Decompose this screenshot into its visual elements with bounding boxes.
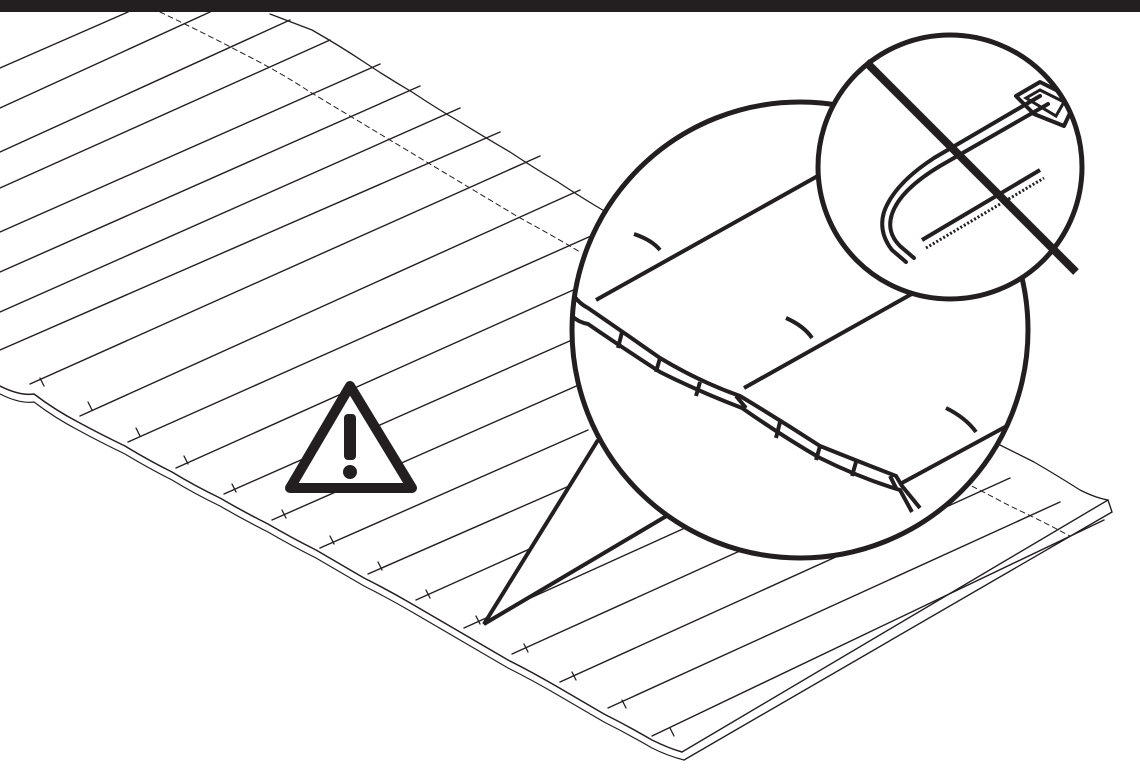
top-border-bar [0, 0, 1140, 12]
panel-right-edge [681, 498, 1113, 761]
hacksaw-icon [880, 80, 1078, 264]
no-hacksaw-callout [815, 32, 1085, 302]
panel-seam-dashed [159, 11, 581, 253]
panel-front-edge [0, 385, 683, 753]
prohibition-slash [863, 59, 1079, 275]
warning-triangle-icon [285, 381, 417, 493]
panel-back-edge [269, 13, 607, 213]
seam-joint [572, 294, 922, 510]
slat-clip-marks [39, 377, 675, 737]
panel-seam-dashed-right [939, 469, 1071, 537]
panel-back-edge-right [989, 439, 1109, 501]
panel-front-edge-lower [0, 393, 685, 761]
